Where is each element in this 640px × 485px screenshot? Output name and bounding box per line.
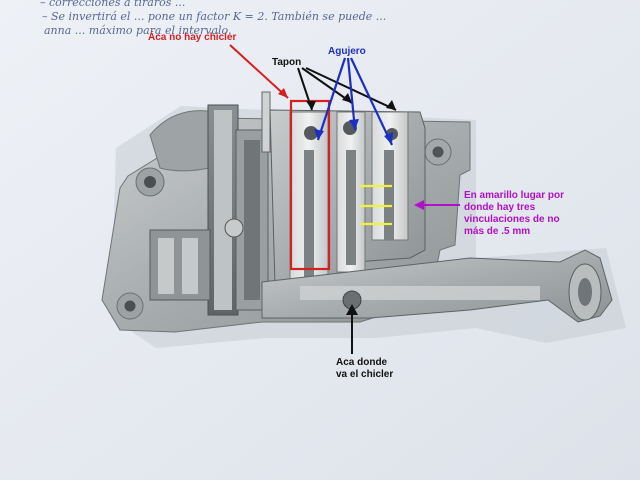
red-arrow [229, 44, 289, 99]
label-amarillo-line: vinculaciones de no [464, 214, 560, 225]
purple-arrow [414, 200, 460, 210]
handwriting-line-1: – correcciones a tiraros ... [40, 0, 186, 9]
mounting-holes [116, 138, 452, 320]
label-no-chicler: Áca no hay chicler [148, 32, 237, 43]
label-amarillo-line: más de .5 mm [464, 226, 531, 237]
handwriting-line-3: anna ... máximo para el intervalo. [44, 24, 232, 37]
yellow-marks [360, 184, 392, 226]
handwriting-line-2: – Se invertirá el ... pone un factor K =… [42, 10, 387, 23]
chamber-block [269, 109, 426, 286]
label-chicler-line: Aca donde [336, 357, 388, 368]
label-chicler: Aca donde va el chicler [336, 357, 393, 381]
agujero-arrows [314, 57, 393, 146]
label-amarillo-line: donde hay tres [464, 202, 536, 213]
left-mechanism [149, 91, 271, 316]
label-amarillo: En amarillo lugar por donde hay tres vin… [464, 190, 564, 238]
label-agujero: Agujero [328, 46, 366, 57]
label-tapon: Tapon [272, 57, 302, 68]
channel-arm [261, 249, 613, 323]
chicler-arrow [346, 304, 358, 354]
label-chicler-line: va el chicler [336, 369, 394, 380]
label-amarillo-line: En amarillo lugar por [464, 190, 565, 201]
